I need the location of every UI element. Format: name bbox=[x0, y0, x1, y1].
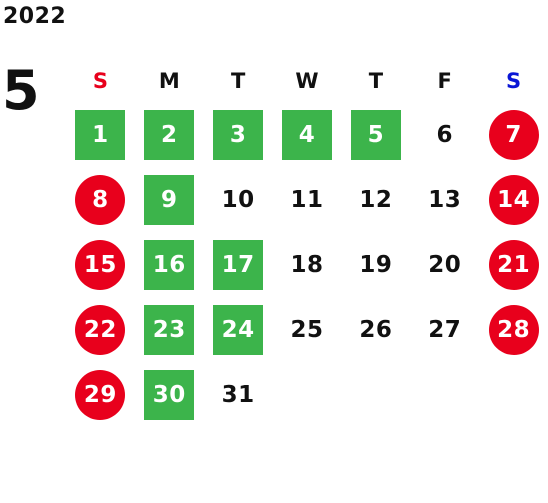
day-cell: 6 bbox=[410, 102, 479, 167]
highlighted-day-number: 3 bbox=[213, 109, 264, 160]
day-cell: 8 bbox=[66, 167, 135, 232]
day-cell: 29 bbox=[66, 362, 135, 427]
holiday-day-number: 15 bbox=[75, 239, 126, 290]
week-row: 22 23 24 25 26 27 28 bbox=[66, 297, 548, 362]
day-cell: 31 bbox=[204, 362, 273, 427]
highlighted-day-number: 1 bbox=[75, 109, 126, 160]
day-number: 10 bbox=[221, 186, 255, 213]
holiday-day-number: 28 bbox=[488, 304, 539, 355]
day-number: 25 bbox=[290, 316, 324, 343]
day-cell: 23 bbox=[135, 297, 204, 362]
weekday-header-row: S M T W T F S bbox=[66, 60, 548, 102]
day-cell: 18 bbox=[273, 232, 342, 297]
day-cell: 9 bbox=[135, 167, 204, 232]
day-number: 6 bbox=[436, 121, 453, 148]
highlighted-day-number: 17 bbox=[213, 239, 264, 290]
day-cell: 22 bbox=[66, 297, 135, 362]
day-cell: 10 bbox=[204, 167, 273, 232]
day-cell: 11 bbox=[273, 167, 342, 232]
day-number: 18 bbox=[290, 251, 324, 278]
day-number: 13 bbox=[428, 186, 462, 213]
day-cell: 30 bbox=[135, 362, 204, 427]
holiday-day-number: 7 bbox=[488, 109, 539, 160]
highlighted-day-number: 5 bbox=[350, 109, 401, 160]
day-cell: 24 bbox=[204, 297, 273, 362]
day-cell: 1 bbox=[66, 102, 135, 167]
week-row: 29 30 31 bbox=[66, 362, 548, 427]
day-cell: 12 bbox=[341, 167, 410, 232]
holiday-day-number: 14 bbox=[488, 174, 539, 225]
day-cell: 21 bbox=[479, 232, 548, 297]
weekday-header: S bbox=[92, 69, 108, 93]
day-cell: 15 bbox=[66, 232, 135, 297]
day-number: 26 bbox=[359, 316, 393, 343]
highlighted-day-number: 24 bbox=[213, 304, 264, 355]
day-cell: 3 bbox=[204, 102, 273, 167]
day-cell: 5 bbox=[341, 102, 410, 167]
highlighted-day-number: 9 bbox=[144, 174, 195, 225]
holiday-day-number: 8 bbox=[75, 174, 126, 225]
week-row: 15 16 17 18 19 20 21 bbox=[66, 232, 548, 297]
day-number: 27 bbox=[428, 316, 462, 343]
highlighted-day-number: 23 bbox=[144, 304, 195, 355]
holiday-day-number: 29 bbox=[75, 369, 126, 420]
day-number: 11 bbox=[290, 186, 324, 213]
highlighted-day-number: 4 bbox=[282, 109, 332, 160]
weekday-header: F bbox=[437, 69, 452, 93]
highlighted-day-number: 16 bbox=[144, 239, 195, 290]
day-cell: 13 bbox=[410, 167, 479, 232]
year-label: 2022 bbox=[3, 4, 67, 29]
day-cell bbox=[479, 362, 548, 427]
day-cell: 17 bbox=[204, 232, 273, 297]
day-cell: 28 bbox=[479, 297, 548, 362]
holiday-day-number: 21 bbox=[488, 239, 539, 290]
highlighted-day-number: 2 bbox=[144, 109, 195, 160]
weekday-header: T bbox=[368, 69, 384, 93]
day-cell: 16 bbox=[135, 232, 204, 297]
day-cell: 2 bbox=[135, 102, 204, 167]
month-number: 5 bbox=[2, 59, 40, 122]
day-number: 19 bbox=[359, 251, 393, 278]
day-cell: 26 bbox=[341, 297, 410, 362]
holiday-day-number: 22 bbox=[75, 304, 126, 355]
weekday-header: S bbox=[506, 69, 522, 93]
day-number: 12 bbox=[359, 186, 393, 213]
day-cell: 27 bbox=[410, 297, 479, 362]
weekday-header: M bbox=[158, 69, 180, 93]
day-cell: 20 bbox=[410, 232, 479, 297]
day-cell bbox=[273, 362, 342, 427]
day-number: 20 bbox=[428, 251, 462, 278]
day-cell: 25 bbox=[273, 297, 342, 362]
weekday-header: W bbox=[295, 69, 319, 93]
highlighted-day-number: 30 bbox=[144, 369, 195, 420]
day-cell bbox=[410, 362, 479, 427]
day-cell bbox=[341, 362, 410, 427]
day-cell: 4 bbox=[273, 102, 342, 167]
day-number: 31 bbox=[221, 381, 255, 408]
day-cell: 14 bbox=[479, 167, 548, 232]
day-cell: 19 bbox=[341, 232, 410, 297]
weekday-header: T bbox=[230, 69, 246, 93]
day-cell: 7 bbox=[479, 102, 548, 167]
